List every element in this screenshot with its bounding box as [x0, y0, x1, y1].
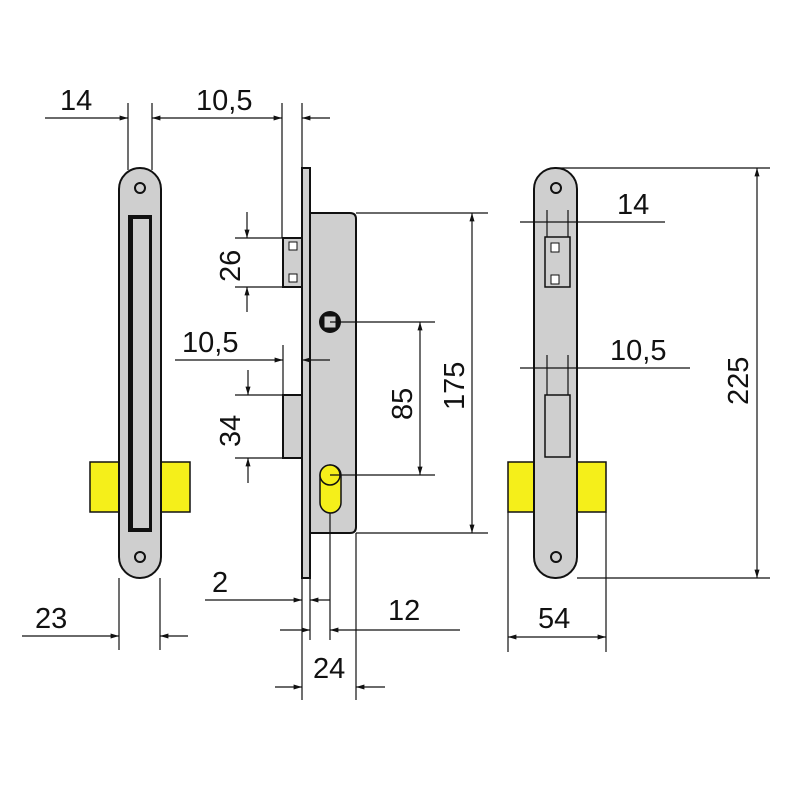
- dim-center-distance: 85: [387, 388, 419, 420]
- dim-backset-small: 12: [388, 595, 420, 627]
- dead-bolt: [282, 394, 303, 459]
- strike-view: 14 10,5 225 54: [507, 167, 770, 652]
- bolt-opening: [544, 394, 571, 458]
- dim-faceplate-thickness: 2: [212, 567, 228, 599]
- dim-strike-width: 54: [538, 603, 570, 635]
- side-view: 10,5 26 10,5 34 85 175 2 12 24: [175, 85, 488, 700]
- dim-left-depth: 23: [35, 603, 67, 635]
- dim-bolt-height: 34: [215, 415, 247, 447]
- cylinder-hole-icon: [319, 464, 342, 514]
- screw-icon: [550, 182, 562, 563]
- dim-latch-offset: 10,5: [196, 85, 252, 117]
- dim-left-width: 14: [60, 85, 92, 117]
- dim-case-height: 175: [439, 362, 471, 410]
- dim-strike-bolt-width: 10,5: [610, 335, 666, 367]
- dim-latch-height: 26: [215, 250, 247, 282]
- strike-plate: [533, 167, 578, 579]
- front-view: 14 23: [22, 85, 191, 650]
- screw-icon: [134, 182, 146, 563]
- dim-case-depth: 24: [313, 653, 345, 685]
- dim-faceplate-height: 225: [723, 357, 755, 405]
- dim-strike-latch-width: 14: [617, 189, 649, 221]
- dim-bolt-offset: 10,5: [182, 327, 238, 359]
- faceplate-side: [301, 167, 311, 579]
- lock-case: [309, 212, 357, 534]
